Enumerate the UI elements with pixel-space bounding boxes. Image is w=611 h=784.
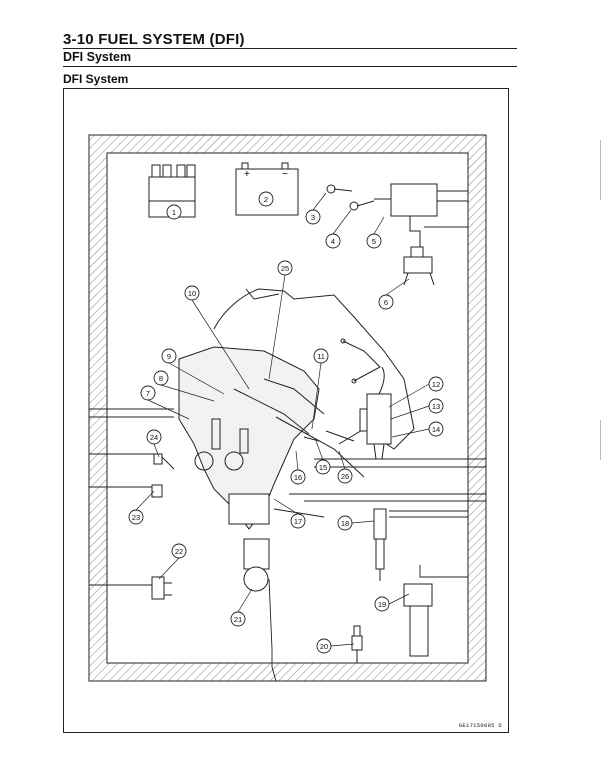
callout-label-2: 2 bbox=[264, 195, 268, 204]
battery-component bbox=[235, 162, 299, 216]
callout-label-22: 22 bbox=[175, 547, 183, 556]
sensor-component bbox=[403, 246, 435, 286]
page-edge-mark bbox=[600, 140, 601, 200]
leader-lines bbox=[135, 192, 430, 647]
title-rule bbox=[63, 48, 517, 49]
callout-circles bbox=[128, 191, 444, 654]
callout-10 bbox=[184, 285, 200, 301]
ground-terminal-component bbox=[326, 184, 375, 211]
speed-sensor-component bbox=[403, 583, 433, 657]
callout-2 bbox=[258, 191, 274, 207]
callout-label-7: 7 bbox=[146, 389, 150, 398]
battery-plus-sign: + bbox=[244, 169, 250, 180]
callout-label-12: 12 bbox=[432, 380, 440, 389]
callout-label-8: 8 bbox=[159, 374, 163, 383]
frame-band bbox=[88, 134, 487, 682]
callout-label-26: 26 bbox=[341, 472, 349, 481]
callout-label-17: 17 bbox=[294, 517, 302, 526]
callout-label-16: 16 bbox=[294, 473, 302, 482]
subtitle-rule bbox=[63, 66, 517, 67]
fuel-pump-component bbox=[340, 338, 392, 460]
injector-component bbox=[373, 508, 387, 581]
callout-label-3: 3 bbox=[311, 213, 315, 222]
valve-component bbox=[151, 576, 172, 600]
page-subtitle: DFI System bbox=[63, 50, 132, 64]
callout-label-14: 14 bbox=[432, 425, 440, 434]
dfi-diagram: 1 2 3 4 5 6 7 8 9 10 11 12 13 14 15 16 1… bbox=[88, 134, 487, 682]
battery-minus-sign: − bbox=[282, 169, 288, 180]
callout-label-15: 15 bbox=[319, 463, 327, 472]
sensor-small-component bbox=[151, 453, 163, 498]
figure-code: GE17150085 D bbox=[458, 722, 502, 729]
ecu-component bbox=[374, 183, 468, 247]
callout-label-20: 20 bbox=[320, 642, 328, 651]
callout-labels: 1 2 3 4 5 6 7 8 9 10 11 12 13 14 15 16 1… bbox=[132, 195, 440, 651]
callout-label-24: 24 bbox=[150, 433, 158, 442]
callout-label-13: 13 bbox=[432, 402, 440, 411]
callout-label-19: 19 bbox=[378, 600, 386, 609]
oxygen-sensor-component bbox=[351, 625, 363, 663]
page-edge-mark bbox=[600, 420, 601, 460]
callout-1 bbox=[166, 204, 182, 220]
callout-label-10: 10 bbox=[188, 289, 196, 298]
callout-label-1: 1 bbox=[172, 208, 176, 217]
callout-label-25: 25 bbox=[281, 264, 289, 273]
dfi-system-figure: 1 2 3 4 5 6 7 8 9 10 11 12 13 14 15 16 1… bbox=[63, 88, 509, 733]
callout-label-11: 11 bbox=[317, 352, 325, 361]
callout-label-9: 9 bbox=[167, 352, 171, 361]
callout-label-23: 23 bbox=[132, 513, 140, 522]
section-title: DFI System bbox=[63, 72, 129, 86]
callout-label-21: 21 bbox=[234, 615, 242, 624]
callout-label-18: 18 bbox=[341, 519, 349, 528]
callout-label-4: 4 bbox=[331, 237, 335, 246]
callout-label-6: 6 bbox=[384, 298, 388, 307]
page-title: 3-10 FUEL SYSTEM (DFI) bbox=[63, 31, 245, 48]
throttle-body-assembly bbox=[178, 288, 415, 592]
callout-label-5: 5 bbox=[372, 237, 376, 246]
